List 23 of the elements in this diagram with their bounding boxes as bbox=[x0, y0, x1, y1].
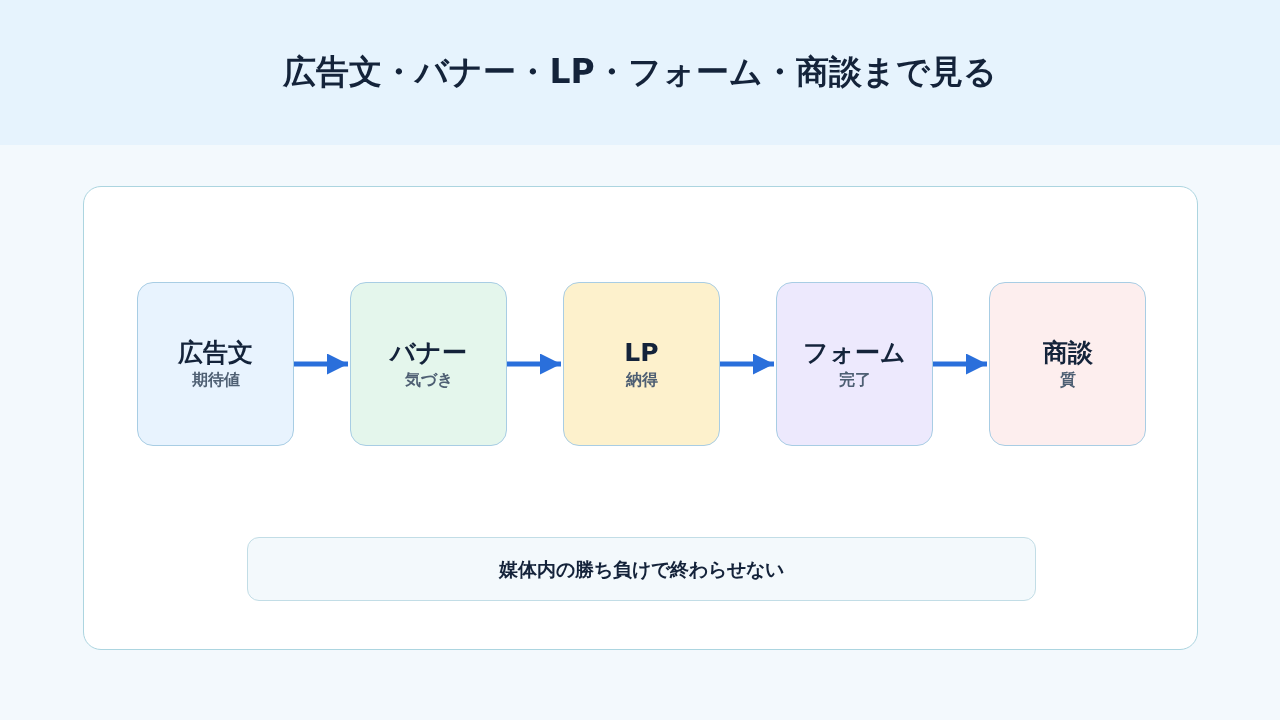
arrow bbox=[720, 353, 774, 375]
stage-title: LP bbox=[624, 337, 659, 369]
stage-box bbox=[563, 282, 720, 446]
stage-subtitle: 納得 bbox=[625, 369, 658, 391]
stage-box bbox=[137, 282, 294, 446]
stage-title: 商談 bbox=[1042, 337, 1093, 369]
arrow bbox=[507, 353, 561, 375]
stage-subtitle: 気づき bbox=[404, 369, 453, 391]
stage-box bbox=[989, 282, 1146, 446]
note-text: 媒体内の勝ち負けで終わらせない bbox=[499, 557, 784, 582]
stage-box bbox=[350, 282, 507, 446]
title: 広告文・バナー・LP・フォーム・商談まで見る bbox=[282, 51, 998, 93]
arrow bbox=[933, 353, 987, 375]
stage-subtitle: 期待値 bbox=[191, 369, 240, 391]
stage-title: フォーム bbox=[803, 337, 906, 369]
stage-title: バナー bbox=[390, 337, 467, 369]
stage-subtitle: 質 bbox=[1059, 369, 1076, 391]
note-box bbox=[247, 537, 1036, 601]
stage-box bbox=[776, 282, 933, 446]
arrow bbox=[294, 353, 348, 375]
card-panel bbox=[83, 186, 1198, 650]
stage-subtitle: 完了 bbox=[838, 369, 871, 391]
stage-title: 広告文 bbox=[178, 337, 253, 369]
